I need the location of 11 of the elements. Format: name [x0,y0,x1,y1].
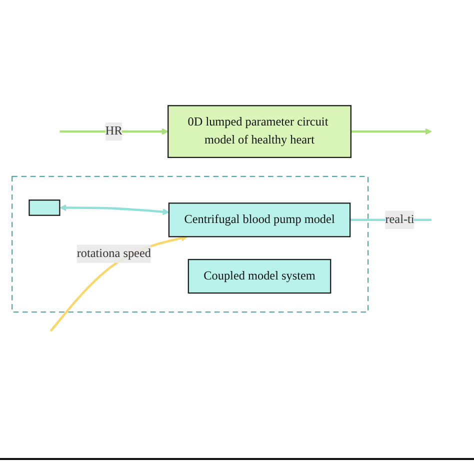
arrow [350,128,432,135]
node-box [28,200,60,216]
arrow [60,204,170,216]
node-box: Centrifugal blood pump model [168,202,351,238]
edge-label: rotationa speed [76,246,151,260]
cluster [12,176,369,313]
edge-label: HR [105,124,122,138]
node-box: Coupled model system [188,258,332,294]
arrow [60,128,168,135]
node-box: 0D lumped parameter circuit model of healthy heart [168,105,352,158]
edge-label: real-ti [385,213,414,226]
